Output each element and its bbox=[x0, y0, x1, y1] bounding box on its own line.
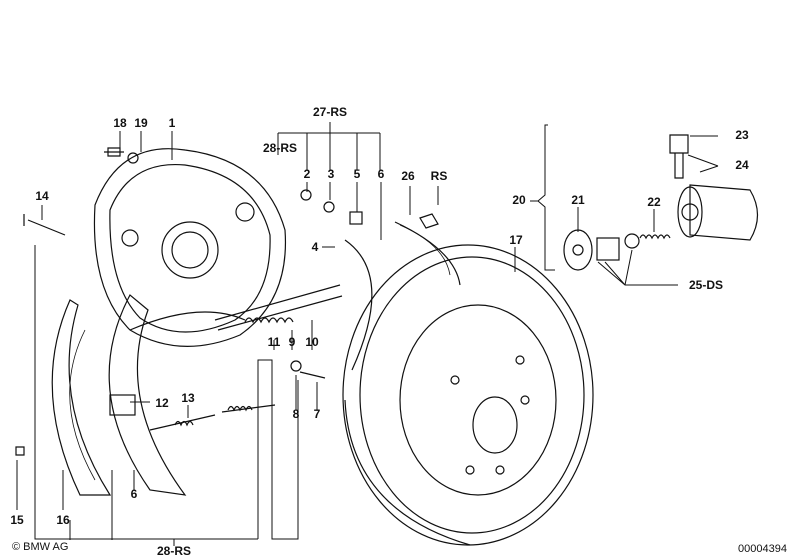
label-part-28-rs-bottom: 28-RS bbox=[156, 544, 192, 558]
label-part-6-top: 6 bbox=[377, 167, 385, 181]
label-part-15: 15 bbox=[10, 513, 24, 527]
brake-drum bbox=[342, 244, 594, 546]
label-part-17: 17 bbox=[509, 233, 523, 247]
label-part-5: 5 bbox=[353, 167, 361, 181]
label-part-7: 7 bbox=[313, 407, 321, 421]
label-rs: RS bbox=[430, 169, 448, 183]
label-part-12: 12 bbox=[155, 396, 169, 410]
label-part-14: 14 bbox=[35, 189, 49, 203]
bolts bbox=[15, 147, 439, 456]
label-part-26: 26 bbox=[401, 169, 415, 183]
image-number: 00004394 bbox=[738, 543, 787, 555]
label-part-8: 8 bbox=[292, 407, 300, 421]
label-part-19: 19 bbox=[134, 116, 148, 130]
brake-shoes bbox=[51, 221, 461, 496]
leader-lines bbox=[16, 122, 719, 546]
label-part-24: 24 bbox=[735, 158, 749, 172]
label-part-3: 3 bbox=[327, 167, 335, 181]
label-part-13: 13 bbox=[181, 391, 195, 405]
backing-plate bbox=[93, 148, 287, 347]
copyright-text: © BMW AG bbox=[12, 541, 69, 553]
label-part-18: 18 bbox=[113, 116, 127, 130]
label-part-6-bottom: 6 bbox=[130, 487, 138, 501]
label-part-25-ds: 25-DS bbox=[688, 278, 724, 292]
label-part-1: 1 bbox=[168, 116, 176, 130]
label-part-9: 9 bbox=[288, 335, 296, 349]
label-part-10: 10 bbox=[305, 335, 319, 349]
label-part-23: 23 bbox=[735, 128, 749, 142]
wheel-cylinder bbox=[563, 134, 759, 271]
label-part-16: 16 bbox=[56, 513, 70, 527]
label-part-11: 11 bbox=[267, 335, 281, 349]
label-part-2: 2 bbox=[303, 167, 311, 181]
label-part-20: 20 bbox=[512, 193, 526, 207]
label-part-27-rs: 27-RS bbox=[312, 105, 348, 119]
springs-and-adjuster bbox=[109, 284, 343, 431]
label-part-21: 21 bbox=[571, 193, 585, 207]
label-part-4: 4 bbox=[311, 240, 319, 254]
label-part-28-rs-top: 28-RS bbox=[262, 141, 298, 155]
label-part-22: 22 bbox=[647, 195, 661, 209]
